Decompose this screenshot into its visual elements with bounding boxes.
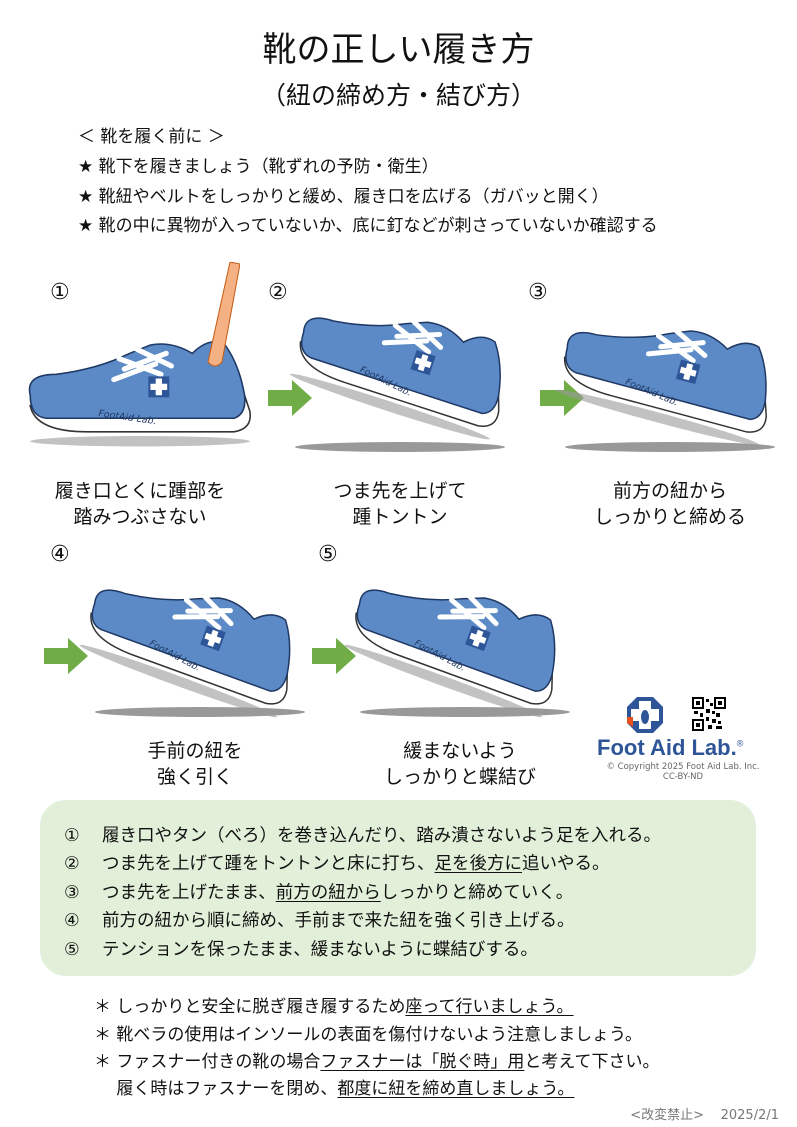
floor-shadow [295, 442, 505, 452]
step-number: ③ [528, 280, 548, 305]
note-item: ＊ ファスナー付きの靴の場合ファスナーは「脱ぐ時」用と考えて下さい。 [94, 1052, 660, 1072]
qr-code-icon[interactable] [692, 697, 726, 731]
step-number: ② [268, 280, 288, 305]
footer: <改変禁止> 2025/2/1 [630, 1108, 779, 1123]
before-item: ★ 靴下を履きましょう（靴ずれの予防・衛生） [78, 157, 439, 177]
step-caption: 履き口とくに踵部を踏みつぶさない [54, 480, 226, 528]
before-item: ★ 靴紐やベルトをしっかりと緩め、履き口を広げる（ガバッと開く） [78, 187, 609, 207]
step-number: ④ [50, 542, 70, 567]
floor-shadow [565, 442, 775, 452]
shoe-illustration [71, 541, 319, 729]
copyright: © Copyright 2025 Foot Aid Lab. Inc.CC-BY… [606, 762, 760, 782]
page-title: 靴の正しい履き方 [262, 30, 535, 70]
note-item: 履く時はファスナーを閉め、都度に紐を締め直しましょう。 [94, 1079, 575, 1099]
note-item: ＊ 靴ベラの使用はインソールの表面を傷付けないよう注意しましょう。 [94, 1025, 643, 1045]
shoe-illustration [548, 284, 792, 457]
step-caption: 前方の紐からしっかりと締める [593, 480, 746, 528]
before-heading: ＜ 靴を履く前に ＞ [78, 127, 225, 147]
page-subtitle: （紐の締め方・結び方） [260, 81, 536, 110]
shoe-illustration [336, 541, 584, 729]
brand-name: Foot Aid Lab.® [597, 735, 744, 760]
before-item: ★ 靴の中に異物が入っていないか、底に釘などが刺さっていないか確認する [78, 216, 658, 236]
floor-shadow [360, 707, 570, 717]
shoehorn-icon [207, 262, 240, 367]
floor-shadow [95, 707, 305, 717]
step-caption: 手前の紐を強く引く [147, 740, 243, 788]
step-caption: つま先を上げて踵トントン [333, 480, 467, 528]
step-caption: 緩まないようしっかりと蝶結び [383, 740, 536, 788]
shoe-illustration [282, 269, 528, 451]
step-number: ⑤ [318, 542, 338, 567]
foot-aid-logo-icon [627, 697, 663, 733]
note-item: ＊ しっかりと安全に脱ぎ履き履するため座って行いましょう。 [94, 997, 574, 1017]
step-number: ① [50, 280, 70, 305]
